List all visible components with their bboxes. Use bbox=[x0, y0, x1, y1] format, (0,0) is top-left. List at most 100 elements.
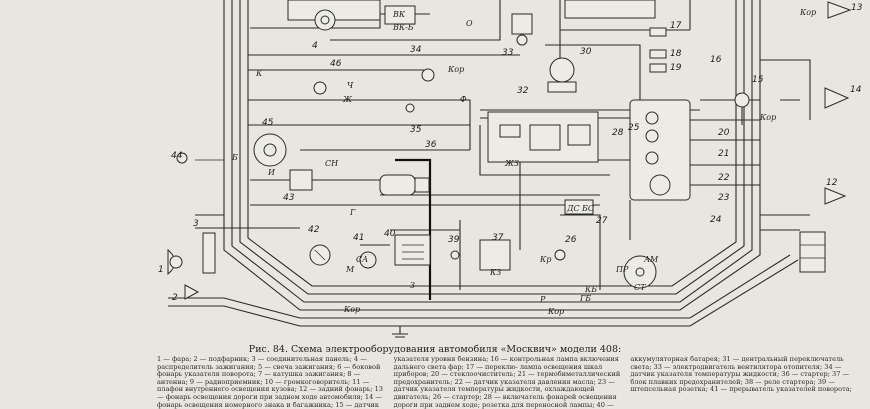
svg-text:ГБ: ГБ bbox=[579, 294, 591, 303]
num-30: 30 bbox=[580, 47, 592, 57]
num-13: 13 bbox=[851, 3, 863, 13]
regulator-43 bbox=[289, 169, 313, 191]
sensor-34 bbox=[421, 68, 435, 82]
num-1: 1 bbox=[158, 265, 164, 275]
side-lamp-12 bbox=[824, 187, 847, 205]
svg-text:Р: Р bbox=[539, 295, 546, 304]
num-45: 45 bbox=[262, 118, 274, 128]
socket-39 bbox=[450, 250, 460, 260]
num-15: 15 bbox=[752, 75, 764, 85]
figure-caption: Рис. 84. Схема электрооборудования автом… bbox=[248, 344, 622, 355]
svg-text:СН: СН bbox=[325, 159, 339, 168]
wiper-30 bbox=[547, 57, 577, 93]
num-39: 39 bbox=[448, 235, 460, 245]
num-26: 26 bbox=[565, 235, 577, 245]
svg-text:О: О bbox=[466, 19, 473, 28]
svg-text:СА: СА bbox=[356, 255, 368, 264]
svg-text:М: М bbox=[345, 265, 355, 274]
svg-text:БС: БС bbox=[581, 204, 594, 213]
sensor-26 bbox=[554, 249, 566, 261]
num-23: 23 bbox=[718, 193, 730, 203]
svg-text:АМ: АМ bbox=[643, 255, 659, 264]
sensor-35 bbox=[405, 103, 415, 113]
generator-45 bbox=[253, 133, 287, 167]
starter-36 bbox=[379, 174, 430, 196]
headlamp-1 bbox=[167, 248, 183, 276]
svg-text:Кор: Кор bbox=[547, 307, 564, 316]
num-25: 25 bbox=[628, 123, 640, 133]
svg-text:Ф: Ф bbox=[460, 95, 467, 104]
svg-text:Кор: Кор bbox=[799, 8, 816, 17]
svg-text:ПР: ПР bbox=[615, 265, 629, 274]
distributor-4 bbox=[314, 9, 336, 31]
svg-text:Г: Г bbox=[349, 208, 356, 217]
num-19: 19 bbox=[670, 63, 682, 73]
ground-symbol bbox=[392, 326, 408, 338]
motor-33 bbox=[511, 13, 533, 46]
num-41: 41 bbox=[353, 233, 364, 243]
num-40: 40 bbox=[384, 229, 396, 239]
svg-text:Кр: Кр bbox=[539, 255, 551, 264]
svg-text:КБ: КБ bbox=[584, 285, 597, 294]
num-37: 37 bbox=[492, 233, 504, 243]
svg-text:З: З bbox=[410, 281, 415, 290]
main-harness bbox=[168, 0, 810, 327]
reverse-lamp-13 bbox=[827, 1, 852, 19]
num-32: 32 bbox=[517, 86, 529, 96]
num-46: 46 bbox=[330, 59, 342, 69]
lamp-44 bbox=[176, 152, 188, 164]
num-33: 33 bbox=[502, 48, 514, 58]
num-18: 18 bbox=[670, 49, 682, 59]
num-20: 20 bbox=[718, 128, 730, 138]
num-22: 22 bbox=[718, 173, 730, 183]
num-4: 4 bbox=[312, 41, 318, 51]
num-36: 36 bbox=[425, 140, 437, 150]
switch-42 bbox=[309, 244, 331, 266]
battery-40 bbox=[394, 234, 431, 266]
num-44: 44 bbox=[171, 151, 183, 161]
fuel-sender-15 bbox=[734, 92, 750, 125]
panel-3 bbox=[202, 232, 216, 274]
coil-box bbox=[384, 5, 416, 25]
figure-legend: 1 — фара; 2 — подфарник; 3 — соединитель… bbox=[157, 355, 857, 409]
svg-text:Кор: Кор bbox=[343, 305, 360, 314]
svg-text:СТ: СТ bbox=[634, 283, 646, 292]
svg-text:ВК: ВК bbox=[392, 10, 406, 19]
num-2: 2 bbox=[172, 293, 178, 303]
taillight-12 bbox=[799, 231, 826, 273]
sidelamp-2 bbox=[184, 284, 200, 300]
num-34: 34 bbox=[410, 45, 422, 55]
flasher-41 bbox=[359, 251, 377, 269]
svg-text:Б: Б bbox=[231, 153, 238, 162]
num-21: 21 bbox=[718, 149, 729, 159]
svg-text:ЖЗ: ЖЗ bbox=[504, 159, 519, 168]
svg-text:ВК-Б: ВК-Б bbox=[392, 23, 414, 32]
plate-lamp-14 bbox=[824, 87, 850, 109]
horn-46 bbox=[313, 81, 327, 95]
wiring-diagram: 1 2 3 4 12 13 14 15 16 17 18 19 20 21 22… bbox=[157, 0, 863, 408]
svg-text:ДС: ДС bbox=[566, 204, 580, 213]
svg-text:И: И bbox=[267, 168, 276, 177]
legend-part-3: 31 — центральный переключатель света; 33… bbox=[630, 355, 852, 394]
lamps-17-19 bbox=[649, 27, 667, 73]
num-14: 14 bbox=[850, 85, 862, 95]
num-3: 3 bbox=[193, 219, 199, 229]
schematic-drawing: 1 2 3 4 12 13 14 15 16 17 18 19 20 21 22… bbox=[158, 0, 863, 338]
svg-text:Ж: Ж bbox=[342, 95, 353, 104]
num-28: 28 bbox=[612, 128, 624, 138]
svg-text:КЗ: КЗ bbox=[489, 268, 501, 277]
svg-text:Кор: Кор bbox=[447, 65, 464, 74]
svg-text:Кор: Кор bbox=[759, 113, 776, 122]
top-right-box bbox=[564, 0, 656, 19]
num-43: 43 bbox=[283, 193, 295, 203]
num-12: 12 bbox=[826, 178, 838, 188]
svg-text:Ч: Ч bbox=[347, 81, 354, 90]
instrument-cluster bbox=[629, 99, 691, 201]
num-17: 17 bbox=[670, 21, 682, 31]
wire-labels: Кор О Ч Ж К Ф Б Г З СН Кр Р ГБ КБ ЖЗ ВК … bbox=[231, 8, 816, 316]
component-numbers: 1 2 3 4 12 13 14 15 16 17 18 19 20 21 22… bbox=[158, 3, 863, 303]
switch-27 bbox=[564, 199, 594, 215]
svg-text:К: К bbox=[255, 69, 263, 78]
fuse-block-37 bbox=[479, 239, 511, 271]
num-42: 42 bbox=[308, 225, 320, 235]
